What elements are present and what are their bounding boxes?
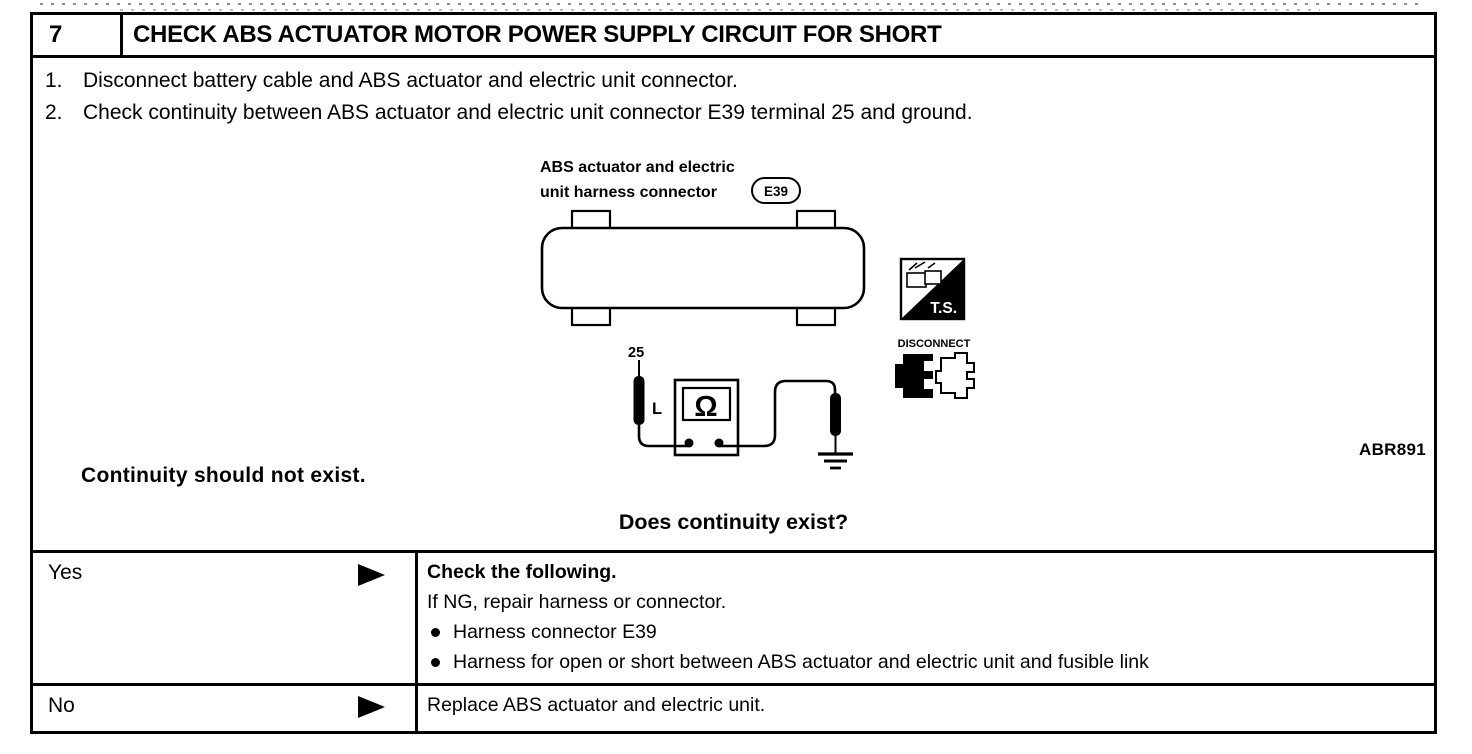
decision-question: Does continuity exist? bbox=[618, 510, 849, 534]
action-bullet: Harness connector E39 bbox=[427, 617, 1424, 647]
harness-connector-shape bbox=[540, 209, 866, 327]
action-heading: Check the following. bbox=[427, 561, 617, 583]
continuity-test-diagram: ABS actuator and electric unit harness c… bbox=[540, 159, 975, 470]
decision-arrow-icon bbox=[358, 564, 385, 586]
test-probe-right bbox=[830, 393, 841, 436]
scan-artifact bbox=[40, 3, 1420, 5]
wire-color-label: L bbox=[652, 400, 662, 418]
step-text: Disconnect battery cable and ABS actuato… bbox=[83, 69, 738, 92]
diagnostic-procedure-table: 7 CHECK ABS ACTUATOR MOTOR POWER SUPPLY … bbox=[30, 12, 1437, 734]
answer-cell-no: No bbox=[33, 686, 418, 731]
action-subtext: If NG, repair harness or connector. bbox=[427, 591, 727, 613]
action-cell-yes: Check the following. If NG, repair harne… bbox=[418, 553, 1434, 683]
instruction-steps: 1. Disconnect battery cable and ABS actu… bbox=[33, 58, 1434, 129]
spec-note: Continuity should not exist. bbox=[81, 464, 366, 487]
test-probe-left bbox=[633, 376, 645, 425]
ohmmeter-display bbox=[681, 386, 732, 422]
meter-wire-right bbox=[719, 379, 837, 448]
bullet-icon bbox=[431, 628, 440, 637]
connector-id-text: E39 bbox=[764, 184, 788, 199]
connector-id-badge bbox=[751, 177, 801, 204]
action-bullet: Harness for open or short between ABS ac… bbox=[427, 647, 1424, 677]
bullet-text: Harness connector E39 bbox=[453, 621, 657, 643]
ohmmeter: Ω bbox=[673, 378, 740, 457]
answer-label: No bbox=[48, 694, 75, 717]
step-number: 1. bbox=[45, 69, 63, 92]
terminal-number: 25 bbox=[628, 345, 644, 361]
disconnect-icon: DISCONNECT bbox=[895, 338, 975, 399]
answer-cell-yes: Yes bbox=[33, 553, 418, 683]
answer-label: Yes bbox=[48, 561, 83, 584]
connector-label-line2: unit harness connector bbox=[540, 184, 717, 201]
bullet-text: Harness for open or short between ABS ac… bbox=[453, 651, 1149, 673]
figure-reference-code: ABR891 bbox=[1359, 440, 1426, 459]
action-text: Replace ABS actuator and electric unit. bbox=[427, 694, 766, 716]
procedure-body: 1. Disconnect battery cable and ABS actu… bbox=[33, 58, 1434, 550]
ts-icon: T.S. bbox=[899, 257, 966, 321]
ohm-symbol: Ω bbox=[694, 391, 717, 423]
ground-icon bbox=[818, 452, 853, 470]
procedure-step-number: 7 bbox=[33, 15, 123, 55]
disconnect-icon-label: DISCONNECT bbox=[898, 338, 971, 350]
connector-label-line1: ABS actuator and electric bbox=[540, 159, 735, 176]
decision-arrow-icon bbox=[358, 696, 385, 718]
instruction-step: 2. Check continuity between ABS actuator… bbox=[45, 97, 1434, 129]
meter-wire-left bbox=[637, 425, 688, 448]
procedure-title: CHECK ABS ACTUATOR MOTOR POWER SUPPLY CI… bbox=[133, 21, 942, 48]
step-text: Check continuity between ABS actuator an… bbox=[83, 101, 973, 124]
step-number: 2. bbox=[45, 101, 63, 124]
decision-row-no: No Replace ABS actuator and electric uni… bbox=[33, 683, 1434, 731]
instruction-step: 1. Disconnect battery cable and ABS actu… bbox=[45, 65, 1434, 97]
action-cell-no: Replace ABS actuator and electric unit. bbox=[418, 686, 1434, 731]
scan-artifact bbox=[120, 9, 1320, 11]
ts-icon-label: T.S. bbox=[930, 300, 957, 317]
decision-row-yes: Yes Check the following. If NG, repair h… bbox=[33, 550, 1434, 683]
bullet-icon bbox=[431, 658, 440, 667]
procedure-header-row: 7 CHECK ABS ACTUATOR MOTOR POWER SUPPLY … bbox=[33, 15, 1434, 58]
